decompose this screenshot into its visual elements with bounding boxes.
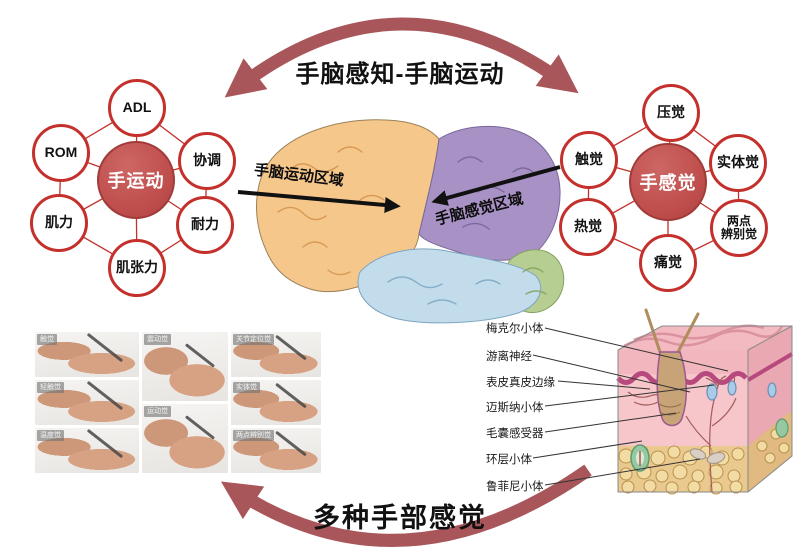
satellite-muscle-tone: 肌张力 <box>108 239 166 297</box>
page-title: 手脑感知-手脑运动 <box>295 61 505 88</box>
photo-label: 两点辨别觉 <box>233 430 274 441</box>
photo-tile: 触觉 <box>35 332 139 377</box>
photo-label: 轻触觉 <box>37 382 64 393</box>
skin-label-merkel: 梅克尔小体 <box>486 323 544 335</box>
skin-cross-section <box>616 308 794 495</box>
satellite-label: ROM <box>44 144 78 161</box>
brain-illustration <box>256 119 565 324</box>
satellite-label: 触觉 <box>575 151 603 168</box>
satellite-stereognosis: 实体觉 <box>709 134 767 192</box>
satellite-pain-sense: 痛觉 <box>639 234 697 292</box>
ruffini-corpuscle <box>706 451 726 465</box>
photo-label: 震动觉 <box>144 334 171 345</box>
photo-label: 触觉 <box>37 334 57 345</box>
temporal-lobe <box>357 248 541 324</box>
hand-motion-cluster: 手运动 ADL 协调 耐力 肌张力 肌力 ROM <box>20 75 265 310</box>
photo-label: 温度觉 <box>37 430 64 441</box>
satellite-label: 肌张力 <box>116 259 158 276</box>
satellite-label: 热觉 <box>574 218 602 235</box>
hub-label: 手感觉 <box>639 173 697 193</box>
skin-block-outline <box>617 325 793 493</box>
parietal-lobe <box>418 125 561 261</box>
hand-sensation-cluster: 手感觉 压觉 实体觉 两点 辨别觉 痛觉 热觉 触觉 <box>548 75 798 310</box>
satellite-label: 协调 <box>193 152 221 169</box>
photo-label: 运动觉 <box>144 406 171 417</box>
photo-tile: 震动觉 <box>142 332 228 401</box>
satellite-label: 肌力 <box>45 214 73 231</box>
satellite-pressure-sense: 压觉 <box>642 84 700 142</box>
satellite-two-point-discrimination: 两点 辨别觉 <box>710 199 768 257</box>
hand-sensation-hub: 手感觉 <box>629 143 707 221</box>
satellite-touch-sense: 触觉 <box>560 131 618 189</box>
photo-tile: 两点辨别觉 <box>231 428 321 473</box>
meissner-corpuscle <box>706 383 718 401</box>
satellite-coordination: 协调 <box>178 132 236 190</box>
hand-test-photo-grid: 触觉 轻触觉 温度觉 震动觉 运动觉 关节定位觉 实体觉 两点辨别觉 <box>35 332 321 473</box>
photo-tile: 温度觉 <box>35 428 139 473</box>
photo-label: 关节定位觉 <box>233 334 274 345</box>
photo-tile: 实体觉 <box>231 380 321 425</box>
skin-label-ruffini: 鲁菲尼小体 <box>486 481 544 493</box>
skin-label-pacinian: 环层小体 <box>486 454 532 466</box>
satellite-label: 痛觉 <box>654 254 682 271</box>
satellite-label: 耐力 <box>191 216 219 233</box>
satellite-label: 两点 辨别觉 <box>720 214 757 241</box>
photo-label: 实体觉 <box>233 382 260 393</box>
skin-label-hair-follicle-receptor: 毛囊感受器 <box>486 428 544 440</box>
satellite-endurance: 耐力 <box>176 196 234 254</box>
skin-label-dermal-junction: 表皮真皮边缘 <box>486 377 555 389</box>
satellite-rom: ROM <box>32 124 90 182</box>
satellite-label: ADL <box>122 99 152 116</box>
skin-label-meissner: 迈斯纳小体 <box>486 402 544 414</box>
bottom-title: 多种手部感觉 <box>313 503 487 533</box>
photo-tile: 轻触觉 <box>35 380 139 425</box>
photo-tile: 关节定位觉 <box>231 332 321 377</box>
hub-label: 手运动 <box>107 171 165 191</box>
satellite-label: 实体觉 <box>717 154 759 171</box>
satellite-adl: ADL <box>108 79 166 137</box>
satellite-muscle-strength: 肌力 <box>30 194 88 252</box>
skin-label-free-nerve: 游离神经 <box>486 351 532 363</box>
photo-tile: 运动觉 <box>142 404 228 473</box>
satellite-heat-sense: 热觉 <box>559 198 617 256</box>
satellite-label: 压觉 <box>657 104 685 121</box>
hand-motion-hub: 手运动 <box>97 141 175 219</box>
